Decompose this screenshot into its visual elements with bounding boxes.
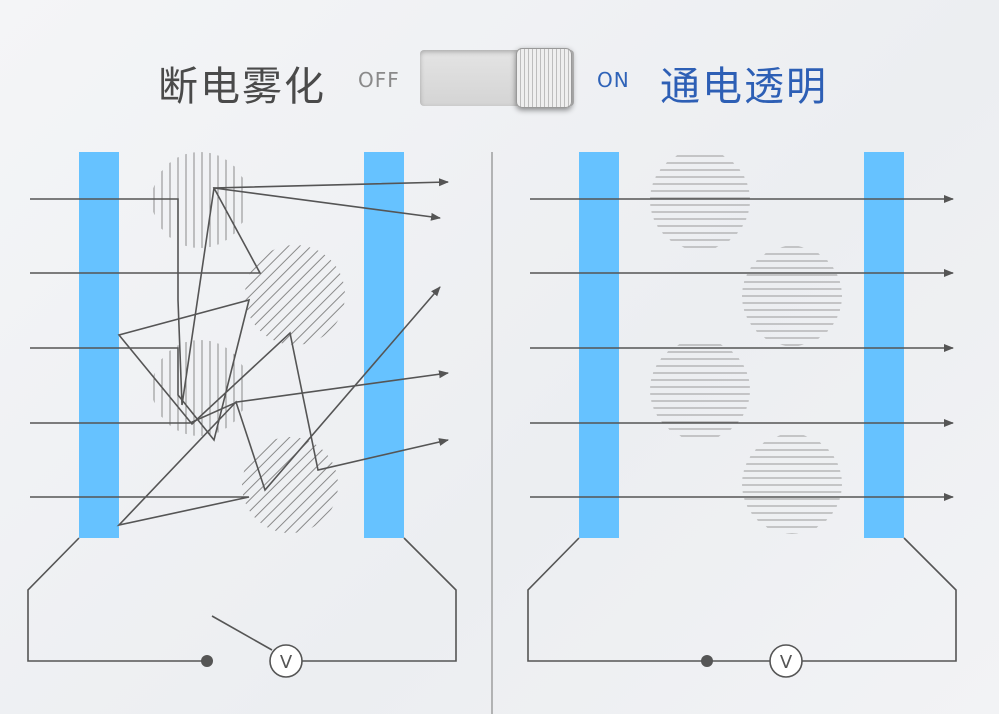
left-switch-contact bbox=[201, 655, 213, 667]
power-on-transparent-label: 通电透明 bbox=[660, 64, 828, 110]
lc-droplet-diagonal-upper bbox=[245, 245, 345, 345]
lc-droplet-aligned-4 bbox=[742, 434, 842, 534]
on-label: ON bbox=[597, 68, 630, 92]
right-panel-transparent: V bbox=[527, 150, 957, 678]
light-ray-2 bbox=[30, 178, 449, 274]
scattered-light-rays bbox=[30, 178, 449, 527]
left-panel-fogged: V bbox=[27, 152, 457, 678]
light-ray-3 bbox=[30, 298, 449, 471]
left-voltmeter bbox=[269, 644, 303, 678]
light-ray-1 bbox=[30, 187, 441, 406]
lc-droplet-aligned-1 bbox=[650, 150, 750, 250]
left-voltmeter-label: V bbox=[280, 652, 293, 673]
right-voltmeter-label: V bbox=[780, 652, 793, 673]
lc-droplet-vertical-lower bbox=[152, 340, 248, 436]
lc-droplet-aligned-2 bbox=[742, 246, 842, 346]
straight-light-rays bbox=[530, 195, 954, 501]
glass-plate-left bbox=[79, 152, 119, 538]
right-voltmeter bbox=[769, 644, 803, 678]
glass-plate-left bbox=[579, 152, 619, 538]
light-ray-4 bbox=[30, 370, 449, 424]
right-switch-contact bbox=[701, 655, 713, 667]
off-label: OFF bbox=[358, 68, 400, 92]
power-off-fog-label: 断电雾化 bbox=[158, 64, 326, 110]
lc-droplet-aligned-3 bbox=[650, 340, 750, 440]
glass-plate-right bbox=[364, 152, 404, 538]
toggle-header: 断电雾化 OFF ON 通电透明 bbox=[0, 40, 999, 120]
power-toggle-switch[interactable] bbox=[420, 48, 574, 108]
right-circuit-wires bbox=[527, 537, 957, 662]
left-circuit-wires bbox=[27, 537, 457, 662]
lc-droplet-diagonal-lower bbox=[242, 437, 338, 533]
light-ray-5 bbox=[30, 286, 441, 527]
glass-plate-right bbox=[864, 152, 904, 538]
lc-droplet-vertical-top bbox=[152, 152, 248, 248]
toggle-knob[interactable] bbox=[516, 48, 572, 108]
